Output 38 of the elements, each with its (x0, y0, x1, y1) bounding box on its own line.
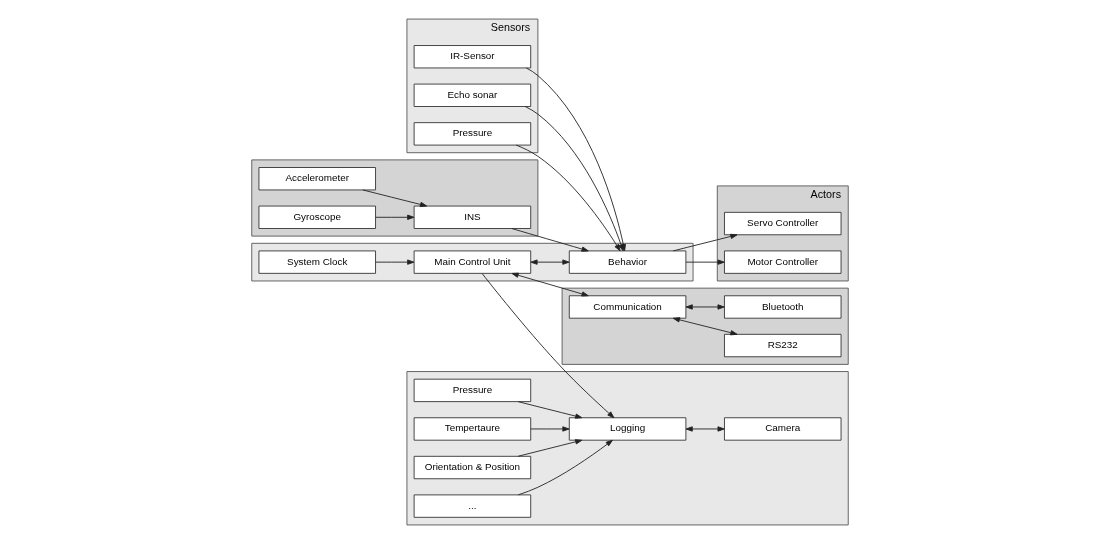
node-box: INS (413, 205, 531, 229)
arrow (511, 272, 589, 297)
arrow (361, 189, 427, 208)
node-box: Orientation & Position (413, 455, 531, 480)
node-box: Logging (568, 417, 686, 441)
arrow (529, 259, 570, 265)
node-box: Gyroscope (258, 205, 376, 229)
node-box: ... (413, 494, 531, 518)
arrow (374, 259, 414, 265)
arrow (517, 401, 582, 419)
arrow (374, 214, 414, 220)
node-box: Main Control Unit (413, 250, 531, 274)
arrow (672, 233, 737, 252)
arrow (685, 426, 725, 432)
node-box: Communication (568, 295, 686, 319)
arrow (481, 273, 614, 419)
node-box: Servo Controller (723, 211, 841, 236)
node-box: Behavior (568, 250, 686, 274)
node-box: Camera (723, 417, 841, 441)
arrow (685, 304, 725, 310)
arrow (529, 426, 570, 432)
node-box: Pressure (413, 122, 531, 146)
cluster (561, 287, 849, 365)
arrow (685, 259, 725, 265)
node-box: Motor Controller (723, 250, 841, 274)
node-box: IR-Sensor (413, 45, 531, 69)
node-box: Tempertaure (413, 417, 531, 441)
arrow (672, 317, 737, 336)
node-box: Accelerometer (258, 167, 376, 191)
node-box: Pressure (413, 378, 531, 403)
arrow (517, 439, 613, 496)
node-box: Echo sonar (413, 83, 531, 107)
node-box: System Clock (258, 250, 376, 274)
node-box: RS232 (723, 333, 841, 358)
cluster (406, 371, 849, 526)
arrow (517, 439, 582, 457)
cluster (250, 159, 538, 237)
node-box: Bluetooth (723, 295, 841, 319)
